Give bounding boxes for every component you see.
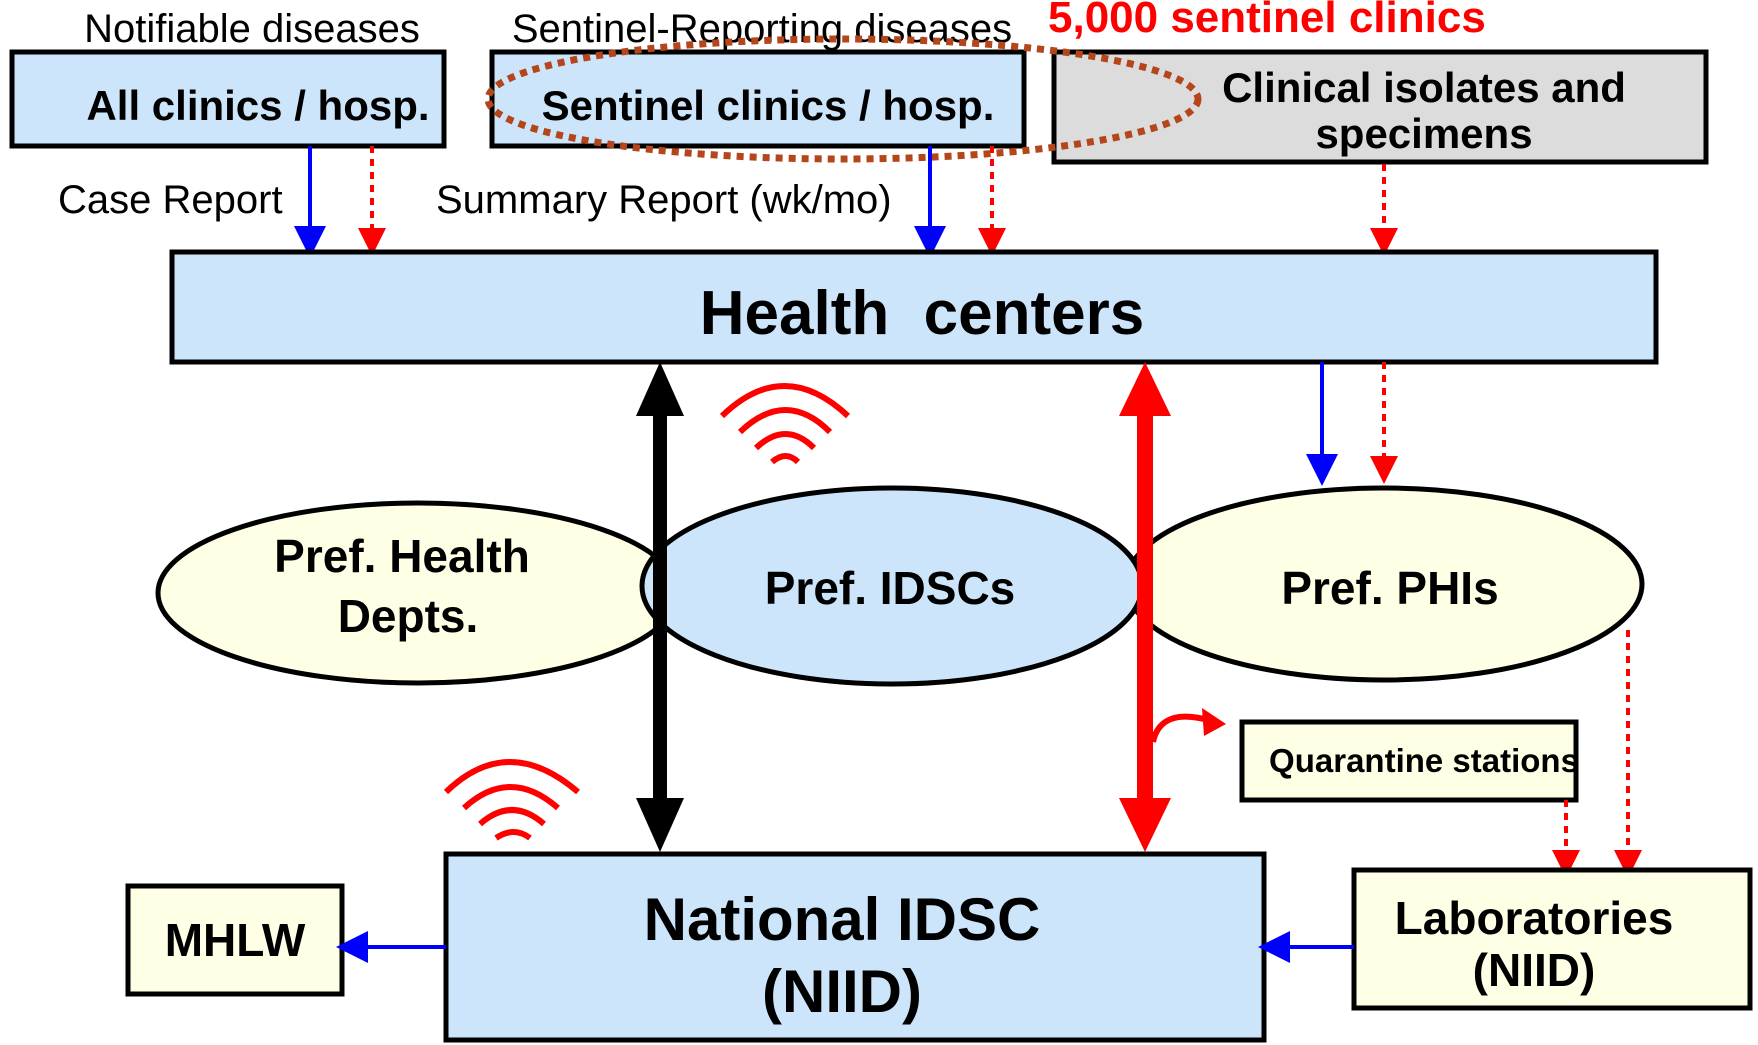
- laboratories-box: [1351, 867, 1753, 1011]
- all-clinics-label: All clinics / hosp.: [86, 82, 429, 129]
- sentinel-count-label: 5,000 sentinel clinics: [1048, 0, 1486, 42]
- pref-idscs-label: Pref. IDSCs: [765, 562, 1016, 614]
- quarantine-stations-box: [1239, 719, 1579, 803]
- wireless-icon-lower: [443, 759, 580, 841]
- red-bidirectional-arrow: [1119, 362, 1171, 852]
- pref-phis-label: Pref. PHIs: [1281, 562, 1498, 614]
- mhlw-label: MHLW: [165, 914, 306, 966]
- laboratories-label-1: Laboratories: [1395, 892, 1674, 944]
- health-centers-label: Health centers: [700, 279, 1145, 348]
- clinical-isolates-label-1: Clinical isolates and: [1222, 64, 1626, 111]
- national-idsc-box: [443, 851, 1267, 1043]
- black-bidirectional-arrow: [636, 362, 684, 852]
- laboratories-label-2: (NIID): [1473, 944, 1596, 996]
- wireless-icon-upper: [719, 383, 851, 465]
- health-centers-box: [169, 249, 1659, 365]
- sentinel-reporting-label: Sentinel-Reporting diseases: [512, 7, 1012, 51]
- quarantine-branch-arrow: [1150, 713, 1209, 743]
- sentinel-highlight-ellipse: [484, 35, 1202, 163]
- mhlw-box: [125, 883, 345, 997]
- clinical-isolates-box: [1051, 49, 1709, 165]
- national-idsc-label-1: National IDSC: [644, 886, 1041, 953]
- notifiable-diseases-label: Notifiable diseases: [84, 7, 420, 51]
- quarantine-stations-label: Quarantine stations: [1269, 742, 1579, 779]
- all-clinics-box: [9, 49, 447, 149]
- clinical-isolates-label-2: specimens: [1315, 110, 1532, 157]
- national-idsc-label-2: (NIID): [762, 958, 922, 1025]
- summary-report-label: Summary Report (wk/mo): [436, 178, 892, 222]
- sentinel-clinics-label: Sentinel clinics / hosp.: [542, 82, 995, 129]
- pref-health-depts-label-2: Depts.: [338, 590, 479, 642]
- sentinel-clinics-box: [489, 49, 1027, 149]
- pref-health-depts-label-1: Pref. Health: [274, 530, 530, 582]
- case-report-label: Case Report: [58, 178, 283, 222]
- quarantine-branch-arrowhead: [1202, 708, 1226, 736]
